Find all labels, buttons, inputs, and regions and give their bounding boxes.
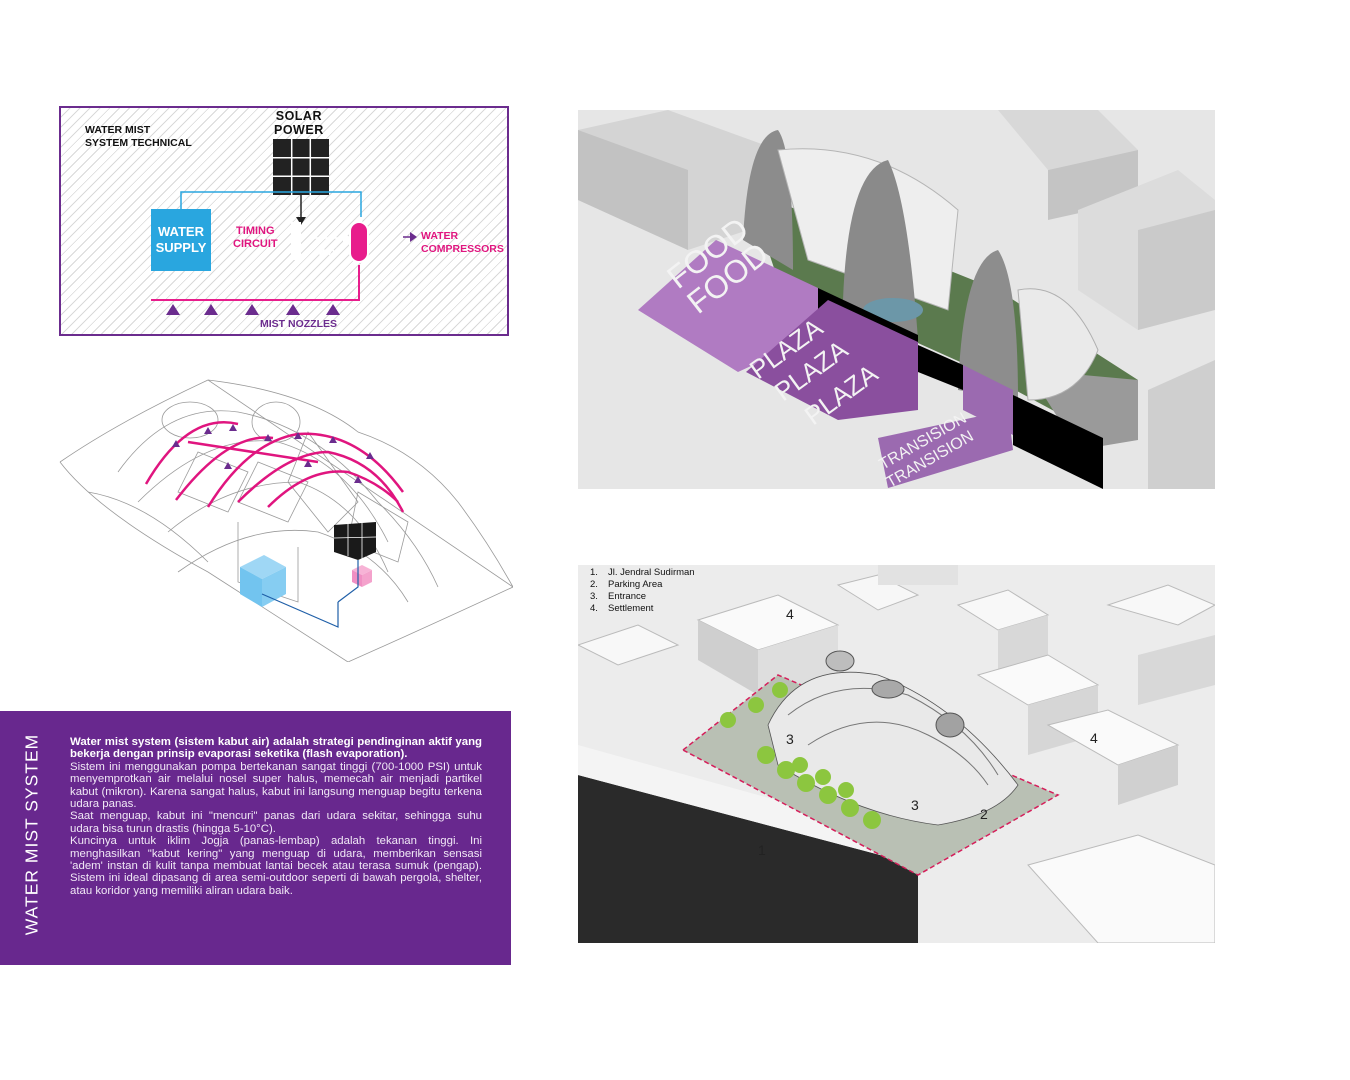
solar-panel-array xyxy=(334,522,376,560)
title-line-2: SYSTEM TECHNICAL xyxy=(85,137,192,149)
description-panel: WATER MIST SYSTEM Water mist system (sis… xyxy=(0,711,511,965)
mist-pipes xyxy=(144,421,405,513)
water-supply-line-1: WATER xyxy=(158,224,204,239)
marker-entrance-1: 3 xyxy=(786,731,794,747)
site-legend: 1.Jl. Jendral Sudirman 2.Parking Area 3.… xyxy=(590,567,695,615)
canopy-structures xyxy=(743,130,1099,401)
paragraph-3: Kuncinya untuk iklim Jogja (panas-lembap… xyxy=(70,835,482,897)
technical-diagram-title: WATER MIST SYSTEM TECHNICAL xyxy=(85,124,192,150)
marker-parking: 2 xyxy=(980,806,988,822)
legend-item: 3.Entrance xyxy=(590,591,647,602)
water-mist-technical-diagram: WATER MIST SYSTEM TECHNICAL SOLAR POWER xyxy=(59,106,509,336)
legend-item: 4.Settlement xyxy=(590,603,654,614)
water-supply-line-2: SUPPLY xyxy=(155,240,207,255)
voltage-label: 24V xyxy=(319,246,339,258)
vertical-section-title: WATER MIST SYSTEM xyxy=(21,733,42,936)
solar-line-1: SOLAR xyxy=(275,109,322,123)
paragraph-2: Saat menguap, kabut ini "mencuri" panas … xyxy=(70,810,482,835)
water-supply-line xyxy=(180,191,362,217)
road xyxy=(578,775,918,943)
mist-pipe xyxy=(151,265,360,301)
water-line xyxy=(261,593,339,628)
timing-circuit-label: TIMING CIRCUIT xyxy=(233,225,278,251)
water-supply-box: WATER SUPPLY xyxy=(151,209,211,271)
trees xyxy=(720,682,881,829)
solar-power-label: SOLAR POWER xyxy=(274,109,324,137)
description-text: Water mist system (sistem kabut air) ada… xyxy=(70,736,482,897)
marker-road: 1 xyxy=(758,842,766,858)
compressor-cube xyxy=(352,565,372,587)
surrounding-buildings xyxy=(578,110,1215,489)
mist-nozzle-points xyxy=(172,424,374,483)
structure-wireframe xyxy=(59,379,513,662)
nozzle-markers xyxy=(166,304,340,315)
paragraph-1: Sistem ini menggunakan pompa bertekanan … xyxy=(70,760,482,811)
marker-entrance-2: 3 xyxy=(911,797,919,813)
legend-item: 1.Jl. Jendral Sudirman xyxy=(590,567,695,578)
water-compressors-label: WATER COMPRESSORS xyxy=(421,230,504,256)
title-line-1: WATER MIST xyxy=(85,124,151,136)
zone-walls xyxy=(638,240,1103,489)
lead-paragraph: Water mist system (sistem kabut air) ada… xyxy=(70,736,482,761)
timing-line-1: TIMING xyxy=(236,225,275,237)
technical-diagram-graphics xyxy=(151,139,417,315)
solar-line-2: POWER xyxy=(274,123,324,137)
compressors-line-1: WATER xyxy=(421,230,459,242)
timing-line-2: CIRCUIT xyxy=(233,238,278,250)
compressors-line-2: COMPRESSORS xyxy=(421,243,504,255)
solar-panel-icon xyxy=(273,139,329,195)
zoning-axonometric: FOOD FOOD PLAZA PLAZA PLAZA TRANSISION T… xyxy=(578,110,1215,489)
site-plan-axonometric: 3 3 2 1 4 4 xyxy=(578,565,1215,943)
mist-nozzles-label: MIST NOZZLES xyxy=(260,318,337,330)
mist-layout-axonometric xyxy=(59,379,513,662)
settlement-blocks xyxy=(578,565,1215,943)
water-tank-cube xyxy=(240,555,286,607)
marker-settlement-2: 4 xyxy=(1090,730,1098,746)
marker-settlement-1: 4 xyxy=(786,606,794,622)
legend-item: 2.Parking Area xyxy=(590,579,663,590)
